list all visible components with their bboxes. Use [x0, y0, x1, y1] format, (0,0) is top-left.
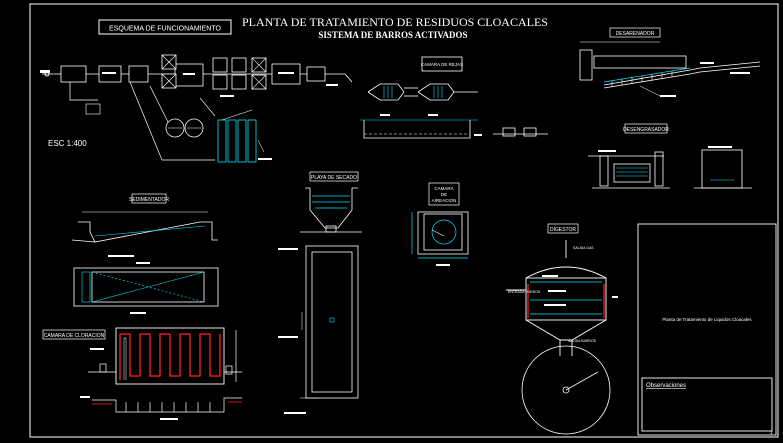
- chlorination-chamber: CAMARA DE CLORACION: [42, 327, 242, 420]
- digester: DIGESTOR SALIDA GAS ENTRADA BARROS SALID…: [506, 223, 618, 435]
- sheet-border: [29, 3, 779, 438]
- flow-scheme-title: ESQUEMA DE FUNCIONAMIENTO: [109, 26, 221, 33]
- small-section: [493, 127, 548, 137]
- drying-bed-title-box: [309, 171, 359, 182]
- screen-chamber-title-box: [421, 56, 463, 72]
- digester-sludge-outlet: SALIDA BARROS: [568, 339, 597, 343]
- drying-bed: PLAYA DE SECADO: [278, 171, 362, 414]
- grit-chamber-title-box: [609, 27, 661, 38]
- chlorination-title: CAMARA DE CLORACION: [44, 333, 105, 339]
- drawing-title: PLANTA DE TRATAMIENTO DE RESIDUOS CLOACA…: [242, 15, 548, 29]
- scale-label: ESC 1:400: [48, 139, 87, 148]
- observations-label: Observaciones: [646, 383, 686, 389]
- grease-trap-title-box: [624, 123, 668, 134]
- sedimentation-tank: SEDIMENTADOR: [71, 193, 219, 314]
- grit-chamber: DESARENADOR: [579, 27, 761, 97]
- sedimentation-title-box: [131, 193, 167, 204]
- sheet-number: 1: [770, 430, 773, 435]
- drawing-subtitle: SISTEMA DE BARROS ACTIVADOS: [318, 30, 467, 40]
- title-block: Planta de Tratamiento de Liquidos Cloaca…: [637, 223, 777, 436]
- aeration-title-line2: DE: [441, 192, 447, 197]
- grease-trap-title: DESENGRASADOR: [623, 127, 669, 133]
- flow-scheme-title-box: [98, 19, 232, 35]
- grit-chamber-title: DESARENADOR: [616, 31, 655, 37]
- screen-chamber: CAMARA DE REJAS: [360, 56, 482, 139]
- digester-title-box: [547, 223, 579, 234]
- title-block-frame: [637, 223, 777, 436]
- screen-chamber-title: CAMARA DE REJAS: [421, 62, 463, 67]
- digester-gas-outlet: SALIDA GAS: [573, 246, 594, 250]
- aeration-title-line1: CAMARA: [434, 186, 453, 191]
- drying-bed-title: PLAYA DE SECADO: [311, 175, 357, 181]
- chlorination-title-box: [42, 329, 106, 340]
- digester-sludge-inlet: ENTRADA BARROS: [508, 290, 541, 294]
- aeration-title-line3: AIREACION: [432, 198, 457, 203]
- digester-title: DIGESTOR: [550, 227, 576, 233]
- grease-trap: DESENGRASADOR: [588, 123, 752, 189]
- chlorination-baffle-path: [119, 333, 221, 380]
- title-block-project: Planta de Tratamiento de Liquidos Cloaca…: [662, 317, 752, 322]
- flow-scheme: ESQUEMA DE FUNCIONAMIENTO: [40, 19, 353, 163]
- observations-box: [641, 377, 773, 432]
- aeration-title-box: [428, 182, 460, 206]
- aeration-chamber: CAMARA DE AIREACION: [411, 182, 469, 266]
- sedimentation-title: SEDIMENTADOR: [129, 197, 169, 203]
